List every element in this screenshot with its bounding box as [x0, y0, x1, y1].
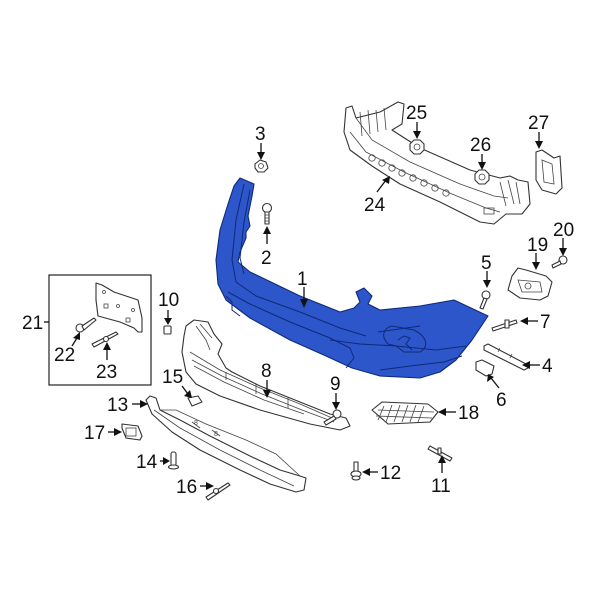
- part-24-reinforcement-beam[interactable]: [343, 101, 531, 225]
- part-23-rivet[interactable]: [91, 331, 119, 348]
- part-2-bolt[interactable]: [261, 202, 273, 225]
- part-12-push-pin[interactable]: [350, 461, 362, 481]
- part-1-bumper-cover[interactable]: [215, 177, 489, 379]
- callout-12[interactable]: 12: [380, 463, 401, 484]
- callout-21[interactable]: 21: [22, 313, 43, 334]
- callout-11[interactable]: 11: [431, 476, 451, 497]
- callout-23[interactable]: 23: [96, 362, 117, 383]
- callout-16[interactable]: 16: [176, 477, 197, 498]
- callout-9[interactable]: 9: [330, 374, 341, 395]
- part-6-clip[interactable]: [475, 359, 495, 377]
- part-21-license-bracket[interactable]: [95, 282, 143, 333]
- part-20-bolt[interactable]: [551, 255, 568, 269]
- callout-6[interactable]: 6: [496, 390, 507, 411]
- part-3-nut[interactable]: [254, 159, 269, 173]
- part-14-push-pin[interactable]: [167, 451, 180, 470]
- part-26-nut[interactable]: [474, 169, 490, 185]
- svg-text:8: 8: [214, 431, 218, 438]
- callout-25[interactable]: 25: [406, 103, 427, 124]
- callout-1[interactable]: 1: [297, 269, 308, 290]
- part-9-bolt[interactable]: [323, 409, 342, 426]
- callout-labels: 1 2 3 4 5 6 7 8 9 10 11 12 13 14 15 16 1…: [22, 103, 574, 498]
- callout-3[interactable]: 3: [255, 124, 266, 145]
- leader-lines: [44, 122, 567, 490]
- part-16-pin[interactable]: [205, 482, 231, 501]
- callout-8[interactable]: 8: [261, 361, 272, 382]
- callout-17[interactable]: 17: [84, 423, 105, 444]
- part-5-bolt[interactable]: [479, 290, 491, 310]
- part-7-pin[interactable]: [491, 319, 518, 332]
- callout-26[interactable]: 26: [470, 135, 491, 156]
- svg-text:8: 8: [194, 420, 198, 427]
- callout-15[interactable]: 15: [162, 367, 183, 388]
- part-10-clip[interactable]: [163, 325, 172, 335]
- callout-22[interactable]: 22: [54, 345, 75, 366]
- part-15-clip[interactable]: [187, 395, 203, 407]
- callout-20[interactable]: 20: [553, 220, 574, 241]
- callout-27[interactable]: 27: [528, 113, 549, 134]
- part-17-bracket[interactable]: [121, 423, 143, 441]
- part-25-nut[interactable]: [409, 139, 425, 155]
- callout-18[interactable]: 18: [458, 403, 479, 424]
- part-22-screw[interactable]: [75, 317, 97, 333]
- callout-24[interactable]: 24: [364, 195, 386, 216]
- callout-2[interactable]: 2: [261, 248, 272, 269]
- part-18-fog-grille[interactable]: [371, 401, 439, 425]
- callout-14[interactable]: 14: [136, 452, 158, 473]
- part-19-fog-bracket[interactable]: [507, 267, 553, 301]
- part-27-bracket[interactable]: [535, 149, 563, 195]
- part-21-group-box: [48, 274, 152, 386]
- callout-10[interactable]: 10: [158, 290, 179, 311]
- callout-13[interactable]: 13: [107, 395, 128, 416]
- callout-4[interactable]: 4: [542, 356, 553, 377]
- part-13-lower-valance[interactable]: 8 8: [145, 395, 307, 493]
- callout-7[interactable]: 7: [540, 312, 551, 333]
- part-11-pin[interactable]: [427, 445, 453, 462]
- callout-19[interactable]: 19: [527, 235, 548, 256]
- callout-5[interactable]: 5: [481, 253, 492, 274]
